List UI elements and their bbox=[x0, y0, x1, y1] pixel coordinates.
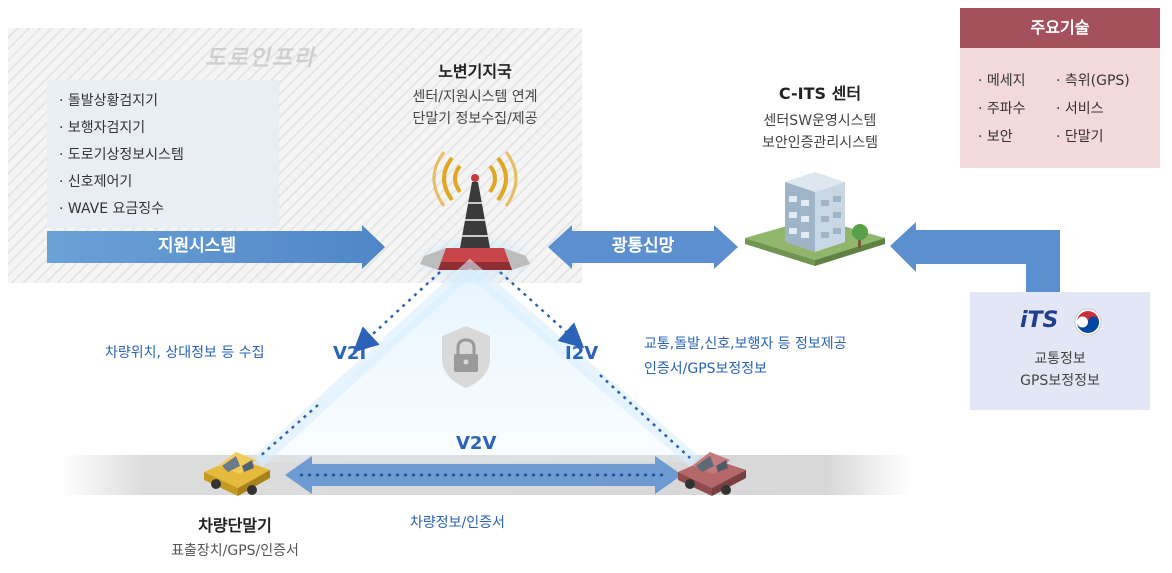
rsu-desc-1: 센터/지원시스템 연계 bbox=[412, 89, 538, 105]
i2v-description-2: 인증서/GPS보정정보 bbox=[644, 361, 768, 377]
yellow-car-icon bbox=[204, 452, 270, 496]
center-desc-2: 보안인증관리시스템 bbox=[762, 135, 878, 151]
taegeuk-icon bbox=[1074, 308, 1102, 336]
tech-item-gps: · 측위(GPS) bbox=[1056, 73, 1130, 89]
its-info-panel: iTS 교통정보 GPS보정정보 bbox=[970, 292, 1150, 410]
optical-network-label: 광통신망 bbox=[611, 236, 675, 256]
lock-icon bbox=[442, 326, 490, 388]
support-system-label: 지원시스템 bbox=[157, 236, 237, 256]
i2v-description-1: 교통,돌발,신호,보행자 등 정보제공 bbox=[644, 336, 847, 352]
vehicle-terminal-sub: 표출장치/GPS/인증서 bbox=[171, 543, 299, 559]
v2v-arrow bbox=[285, 456, 682, 494]
rsu-title: 노변기지국 bbox=[438, 62, 512, 81]
support-system-arrow bbox=[47, 225, 385, 269]
v2i-description: 차량위치, 상대정보 등 수집 bbox=[105, 345, 265, 361]
center-title: C-ITS 센터 bbox=[778, 84, 862, 103]
road-infra-title: 도로인프라 bbox=[205, 46, 317, 71]
v2i-lower-link bbox=[257, 404, 319, 459]
infra-item-signal-controller: · 신호제어기 bbox=[59, 174, 133, 190]
its-logo: iTS bbox=[1020, 308, 1059, 333]
i2v-label: I2V bbox=[565, 343, 599, 364]
infra-device-list: · 돌발상황검지기 · 보행자검지기 · 도로기상정보시스템 · 신호제어기 ·… bbox=[47, 80, 279, 228]
its-desc-2: GPS보정정보 bbox=[1020, 373, 1100, 389]
center-desc-1: 센터SW운영시스템 bbox=[763, 113, 877, 129]
i2v-upper-link bbox=[499, 271, 585, 349]
tech-item-service: · 서비스 bbox=[1056, 101, 1104, 117]
key-tech-header: 주요기술 bbox=[960, 8, 1160, 48]
v2v-label: V2V bbox=[456, 433, 497, 454]
v2i-upper-link bbox=[352, 271, 441, 353]
center-building-icon bbox=[745, 172, 885, 266]
v2i-label: V2I bbox=[333, 343, 367, 364]
key-tech-panel: 주요기술 · 메세지 · 측위(GPS) · 주파수 · 서비스 · 보안 · … bbox=[960, 8, 1160, 168]
rsu-desc-2: 단말기 정보수집/제공 bbox=[412, 111, 538, 127]
infra-item-road-weather: · 도로기상정보시스템 bbox=[59, 147, 184, 163]
its-to-center-arrow bbox=[890, 222, 1060, 297]
vehicle-terminal-title: 차량단말기 bbox=[198, 516, 272, 535]
infra-item-wave-toll: · WAVE 요금징수 bbox=[59, 201, 165, 217]
tech-item-message: · 메세지 bbox=[978, 73, 1026, 89]
infra-item-pedestrian-detector: · 보행자검지기 bbox=[59, 120, 146, 136]
tech-item-terminal: · 단말기 bbox=[1056, 129, 1104, 145]
v2v-description: 차량정보/인증서 bbox=[410, 515, 505, 531]
infra-item-incident-detector: · 돌발상황검지기 bbox=[59, 93, 159, 109]
optical-network-arrow bbox=[548, 225, 738, 269]
tech-item-frequency: · 주파수 bbox=[978, 101, 1026, 117]
its-desc-1: 교통정보 bbox=[1034, 351, 1086, 367]
tech-item-security: · 보안 bbox=[978, 129, 1013, 145]
red-car-icon bbox=[678, 452, 746, 496]
